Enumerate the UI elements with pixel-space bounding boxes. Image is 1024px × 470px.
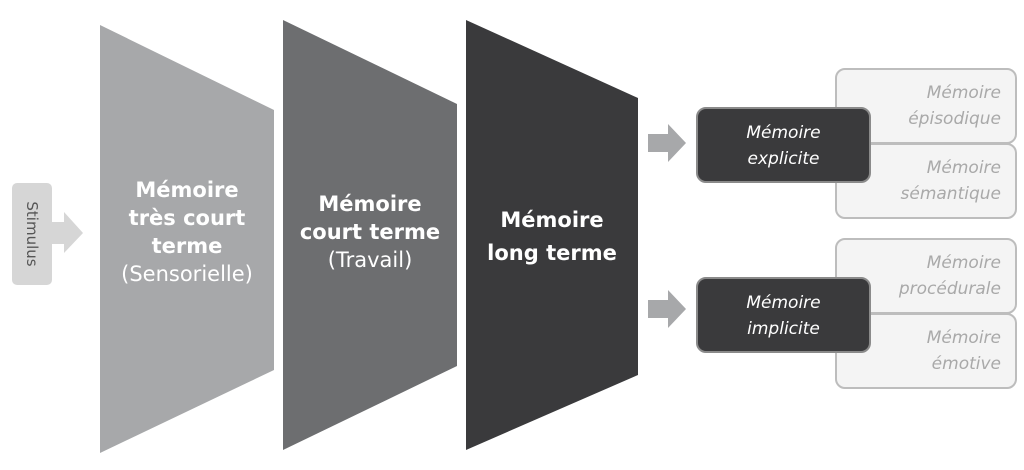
box-implicit: Mémoire implicite: [696, 277, 871, 353]
line: Mémoire: [318, 192, 422, 216]
stage-short-term-shape: [283, 20, 457, 450]
subtitle: (Travail): [327, 248, 413, 272]
line: Mémoire: [746, 293, 821, 313]
line: terme: [151, 234, 223, 258]
stimulus-arrow-icon: [52, 212, 83, 253]
line: Mémoire: [926, 253, 1001, 273]
line: Mémoire: [926, 158, 1001, 178]
stimulus-label: Stimulus: [23, 201, 41, 267]
line: épisodique: [908, 109, 1001, 129]
line: implicite: [747, 319, 820, 339]
line: émotive: [931, 354, 1001, 374]
line: Mémoire: [926, 83, 1001, 103]
line: Mémoire: [926, 328, 1001, 348]
line: sémantique: [900, 184, 1001, 204]
stimulus-box: Stimulus: [12, 183, 52, 285]
stage-short-term-label: Mémoire court terme (Travail): [283, 190, 457, 274]
line: Mémoire: [500, 208, 604, 232]
subtitle: (Sensorielle): [121, 262, 253, 286]
arrow-explicit-icon: [648, 124, 686, 162]
line: Mémoire: [135, 178, 239, 202]
arrow-implicit-icon: [648, 290, 686, 328]
stage-long-term-shape: [466, 20, 638, 450]
line: Mémoire: [746, 123, 821, 143]
stage-long-term-label: Mémoire long terme: [466, 204, 638, 270]
stage-sensory-label: Mémoire très court terme (Sensorielle): [100, 176, 274, 288]
line: long terme: [487, 241, 617, 265]
stage-sensory-shape: [100, 25, 274, 453]
line: court terme: [299, 220, 441, 244]
line: procédurale: [898, 279, 1001, 299]
box-explicit: Mémoire explicite: [696, 107, 871, 183]
line: très court: [128, 206, 246, 230]
line: explicite: [747, 149, 820, 169]
